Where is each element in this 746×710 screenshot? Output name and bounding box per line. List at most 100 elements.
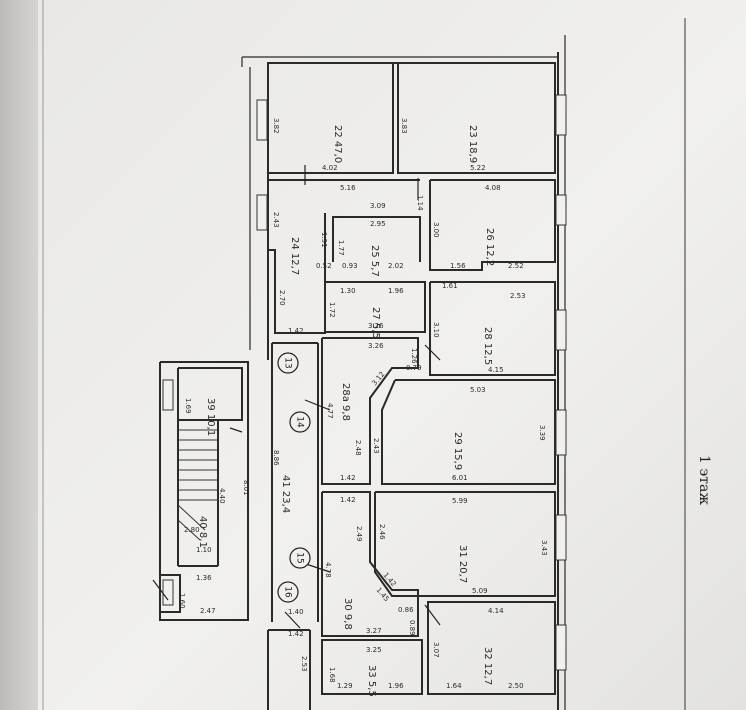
dimension-label: 5.99 xyxy=(452,497,468,505)
dimension-label: 2.02 xyxy=(388,262,404,270)
floor-title: 1 этаж xyxy=(696,455,712,505)
room-labels: 22 47,0 23 18,9 24 12,7 25 5,7 26 12,2 2… xyxy=(197,125,495,697)
dimension-label: 1.72 xyxy=(328,302,336,318)
room-39-label: 39 10,1 xyxy=(205,398,216,436)
dimension-label: 1.36 xyxy=(196,574,212,582)
dimension-label: 3.00 xyxy=(432,222,440,238)
dimension-label: 1.77 xyxy=(337,240,345,256)
dimension-label: 2.46 xyxy=(378,524,386,540)
dimension-label: 0.89 xyxy=(408,620,416,636)
dimension-label: 3.25 xyxy=(366,646,382,654)
dimension-label: 5.22 xyxy=(470,164,486,172)
room-25-label: 25 5,7 xyxy=(369,245,380,277)
dimension-label: 1.56 xyxy=(450,262,466,270)
room-26-label: 26 12,2 xyxy=(484,228,495,266)
axis-markers xyxy=(277,352,311,603)
dimension-labels: 3.82 3.83 4.02 5.22 5.16 1.14 4.08 3.09 … xyxy=(178,118,548,690)
room-33-label: 33 5,5 xyxy=(366,665,377,697)
dimension-label: 2.95 xyxy=(370,220,386,228)
room-23-label: 23 18,9 xyxy=(467,125,478,163)
dimension-label: 1.42 xyxy=(340,496,356,504)
walls xyxy=(159,35,566,710)
dimension-label: 1.42 xyxy=(288,327,304,335)
dimension-label: 2.70 xyxy=(278,290,286,306)
dimension-label: 1.61 xyxy=(442,282,458,290)
dimension-label: 1.91 xyxy=(320,232,328,248)
axis-marker-14-label: 14 xyxy=(295,416,305,428)
room-40-label: 40 8,1 xyxy=(197,516,208,548)
axis-marker-16-label: 16 xyxy=(283,586,293,598)
dimension-label: 3.43 xyxy=(540,540,548,556)
dimension-label: 2.49 xyxy=(355,526,363,542)
room-29-label: 29 15,9 xyxy=(452,432,463,470)
dimension-label: 4.15 xyxy=(488,366,504,374)
dimension-label: 1.68 xyxy=(328,667,336,683)
dimension-label: 3.83 xyxy=(400,118,408,134)
room-27-label: 27 5,5 xyxy=(370,307,381,339)
dimension-label: 4.14 xyxy=(488,607,504,615)
dimension-label: 1.10 xyxy=(196,546,212,554)
axis-marker-labels: 13 14 15 16 xyxy=(283,357,305,598)
axis-marker-14 xyxy=(289,411,311,433)
dimension-label: 0.86 xyxy=(398,606,414,614)
dimension-label: 0.79 xyxy=(406,364,422,372)
dimension-label: 2.53 xyxy=(510,292,526,300)
dimension-label: 0.93 xyxy=(342,262,358,270)
room-32-label: 32 12,7 xyxy=(482,647,493,685)
dimension-label: 1.64 xyxy=(446,682,462,690)
paper-edge xyxy=(0,0,40,710)
stair-treads xyxy=(177,429,218,541)
dimension-label: 5.09 xyxy=(472,587,488,595)
dimension-label: 2.43 xyxy=(272,212,280,228)
dimension-label: 2.52 xyxy=(508,262,524,270)
axis-marker-15 xyxy=(289,547,311,569)
dimension-label: 0.52 xyxy=(316,262,332,270)
room-31-label: 31 20,7 xyxy=(457,545,468,583)
dimension-label: 1.29 xyxy=(337,682,353,690)
dimension-label: 2.50 xyxy=(508,682,524,690)
dimension-label: 4.78 xyxy=(324,562,332,578)
dimension-label: 1.60 xyxy=(178,593,186,609)
dimension-label: 4.77 xyxy=(326,403,334,419)
dimension-label: 6.01 xyxy=(452,474,468,482)
dimension-label: 2.53 xyxy=(300,656,308,672)
dimension-label: 3.39 xyxy=(538,425,546,441)
axis-marker-13-label: 13 xyxy=(283,357,293,368)
dimension-label: 3.10 xyxy=(432,322,440,338)
room-41-label: 41 23,4 xyxy=(280,475,291,513)
dimension-label: 3.26 xyxy=(368,322,384,330)
dimension-label: 1.42 xyxy=(340,474,356,482)
axis-marker-13 xyxy=(277,352,299,374)
room-28-label: 28 12,5 xyxy=(482,327,493,365)
dimension-label: 3.26 xyxy=(368,342,384,350)
dimension-label: 2.47 xyxy=(200,607,216,615)
dimension-label: 1.96 xyxy=(388,287,404,295)
dimension-label: 1.30 xyxy=(340,287,356,295)
dimension-label: 1.96 xyxy=(388,682,404,690)
dimension-label: 3.07 xyxy=(432,642,440,658)
room-30-label: 30 9,8 xyxy=(342,598,353,630)
room-28a-label: 28a 9,8 xyxy=(340,383,351,421)
dimension-label: 3.27 xyxy=(366,627,382,635)
dimension-label: 3.09 xyxy=(370,202,386,210)
dimension-label: 2.48 xyxy=(354,440,362,456)
dimension-label: 8.86 xyxy=(272,450,280,466)
room-24-label: 24 12,7 xyxy=(289,237,300,275)
dimension-label: 1.40 xyxy=(288,608,304,616)
dimension-label: 3.82 xyxy=(272,118,280,134)
dimension-label: 2.80 xyxy=(184,526,200,534)
dimension-label: 5.03 xyxy=(470,386,486,394)
dimension-label: 1.26 xyxy=(410,348,418,364)
dimension-label: 5.16 xyxy=(340,184,356,192)
axis-marker-16 xyxy=(277,581,299,603)
dimension-label: 8.01 xyxy=(242,480,250,496)
dimension-label: 1.14 xyxy=(416,195,424,211)
dimension-label: 4.08 xyxy=(485,184,501,192)
room-22-label: 22 47,0 xyxy=(332,125,343,163)
dimension-label: 1.42 xyxy=(288,630,304,638)
windows xyxy=(162,94,567,671)
dimension-label: 2.43 xyxy=(372,438,380,454)
dimension-label: 4.40 xyxy=(218,488,226,504)
axis-marker-15-label: 15 xyxy=(295,552,305,563)
